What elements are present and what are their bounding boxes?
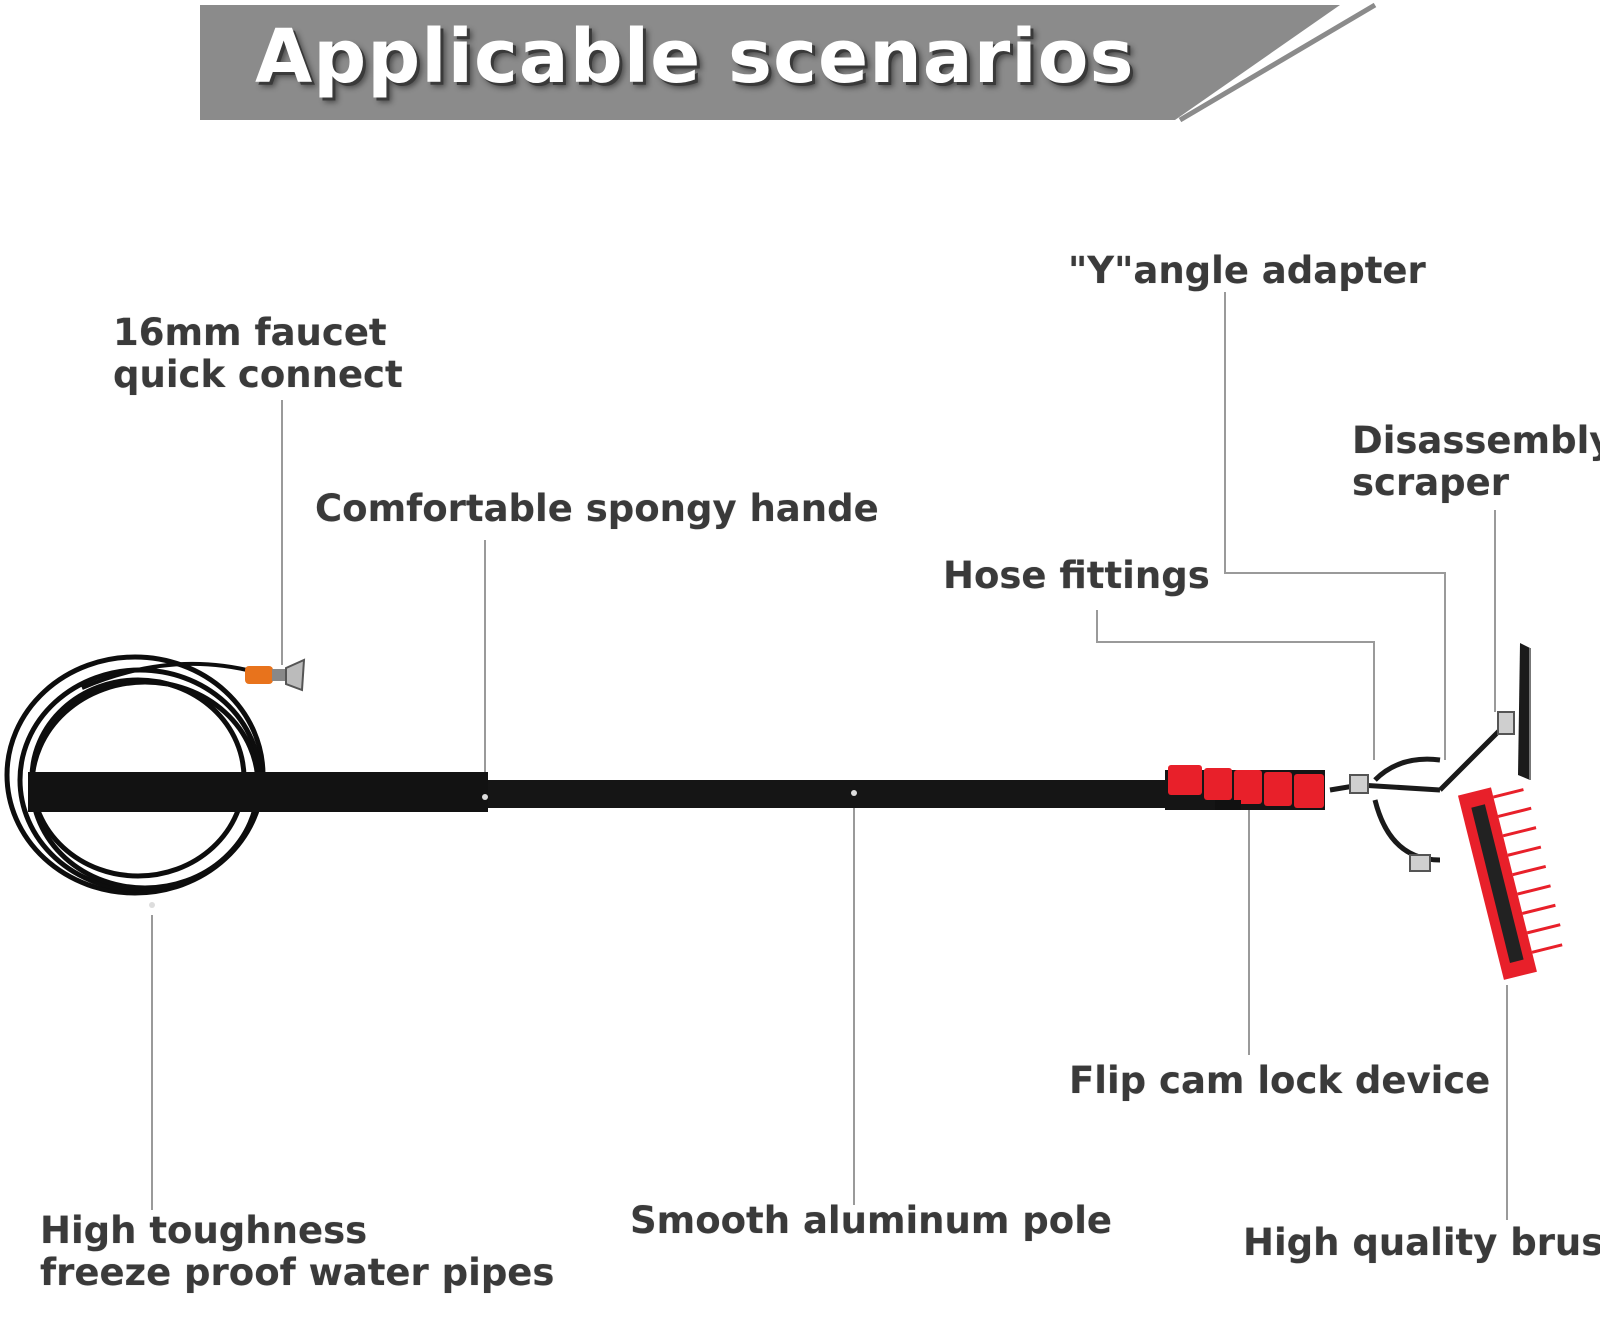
label-faucet-line1: 16mm faucet [113, 311, 387, 354]
brush [1457, 787, 1563, 980]
label-hose-fittings: Hose fittings [943, 554, 1210, 597]
hose-fittings-parts [1349, 711, 1515, 872]
label-scraper-line1: Disassembly [1352, 419, 1600, 462]
pole-assembly [28, 770, 1325, 908]
scraper [1518, 643, 1531, 780]
flip-cam-locks [1168, 765, 1324, 810]
label-y-angle-adapter: "Y"angle adapter [1068, 249, 1426, 292]
leader-y-adapter [1224, 292, 1446, 760]
banner-title: Applicable scenarios [255, 14, 1135, 100]
label-scraper-line2: scraper [1352, 461, 1509, 504]
leader-lines [151, 292, 1508, 1220]
label-water-pipes: High toughness freeze proof water pipes [40, 1210, 554, 1294]
label-flip-cam-lock: Flip cam lock device [1069, 1059, 1491, 1102]
label-spongy-handle: Comfortable spongy hande [315, 487, 879, 530]
leader-hose-fittings [1096, 610, 1375, 760]
label-pipes-line2: freeze proof water pipes [40, 1251, 555, 1294]
label-disassembly-scraper: Disassembly scraper [1352, 420, 1600, 504]
title-banner [200, 2, 1377, 123]
label-brush: High quality brush [1243, 1221, 1600, 1264]
label-faucet-line2: quick connect [113, 353, 403, 396]
label-faucet-quick-connect: 16mm faucet quick connect [113, 312, 403, 396]
faucet-connector [245, 658, 306, 692]
label-pipes-line1: High toughness [40, 1209, 368, 1252]
label-aluminum-pole: Smooth aluminum pole [630, 1199, 1112, 1242]
